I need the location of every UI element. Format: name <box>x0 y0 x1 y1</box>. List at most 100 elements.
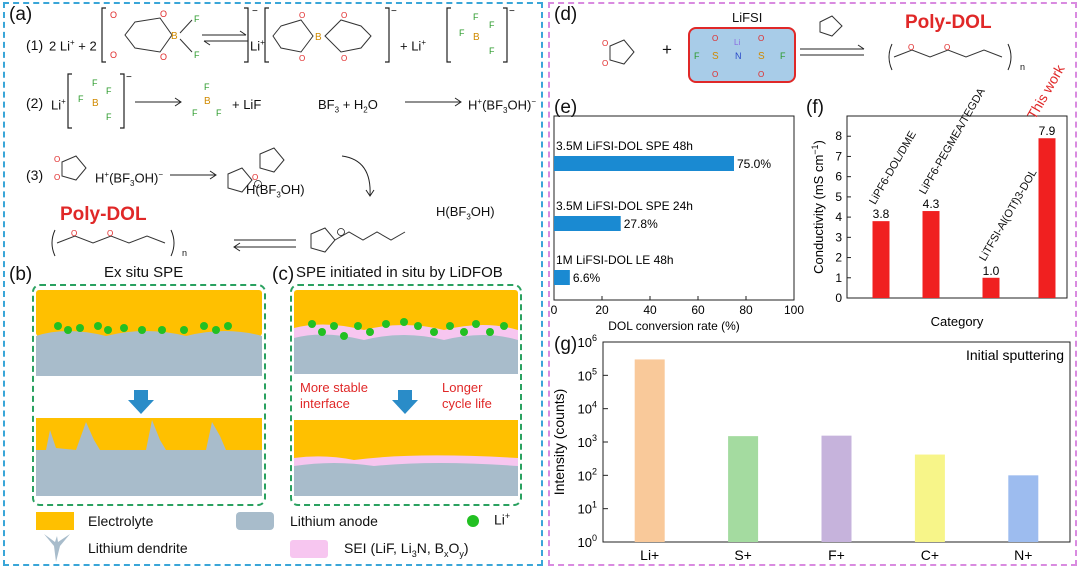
legend-electrolyte-label: Electrolyte <box>88 513 154 529</box>
svg-text:−: − <box>391 6 397 17</box>
chart-g-ylabel: Intensity (counts) <box>551 389 567 496</box>
eq2-number: (2) <box>26 95 44 111</box>
dol-molecule-d2 <box>819 15 843 37</box>
legend-li-dot-icon <box>467 515 479 527</box>
svg-text:F: F <box>489 20 495 30</box>
chart-e-xtick-label: 80 <box>739 303 753 317</box>
svg-text:O: O <box>107 229 113 238</box>
curved-arrow-icon <box>341 155 375 197</box>
svg-text:O: O <box>712 70 718 79</box>
eq1-number: (1) <box>26 37 44 53</box>
svg-text:F: F <box>92 78 98 88</box>
equilibrium-arrows-icon <box>202 30 248 46</box>
chart-f-axes-frame <box>846 115 1068 299</box>
legend-electrolyte-swatch <box>36 512 74 530</box>
chart-g-ytick-label: 106 <box>578 333 597 350</box>
chart-g-ytick-label: 101 <box>578 500 597 517</box>
svg-text:B: B <box>473 32 480 43</box>
chart-g-ytick-label: 105 <box>578 366 597 383</box>
svg-text:O: O <box>712 34 718 43</box>
svg-text:F: F <box>489 46 495 56</box>
panel-b-title: Ex situ SPE <box>104 264 184 281</box>
lifsi-label: LiFSI <box>732 10 763 25</box>
chart-g-category-label: S+ <box>734 547 752 563</box>
chart-f-xlabel: Category <box>931 314 984 329</box>
eq1-product-li: Li+ <box>250 38 265 54</box>
panel-d-label: (d) <box>554 4 578 25</box>
left-figure-frame <box>3 2 543 566</box>
svg-text:F: F <box>473 12 479 22</box>
legend-anode-swatch <box>236 512 274 530</box>
poly-dol-label-a: Poly-DOL <box>60 204 147 225</box>
chart-e-bar <box>554 216 621 231</box>
chart-g-bar <box>821 435 852 542</box>
chain-intermediate-icon <box>310 227 406 253</box>
chart-f-bar <box>982 277 1000 298</box>
chart-e-value-label: 27.8% <box>624 217 658 231</box>
chart-f-bar <box>922 211 940 298</box>
chart-f-ytick-label: 5 <box>835 190 842 204</box>
dol-molecule-icon: OO <box>54 155 87 182</box>
chart-g-ytick-label: 104 <box>578 400 597 417</box>
svg-text:O: O <box>341 11 347 20</box>
chart-e-category-label: 3.5M LiFSI-DOL SPE 24h <box>556 199 693 213</box>
svg-text:O: O <box>602 59 608 68</box>
chart-f-value-label: 7.9 <box>1039 124 1056 138</box>
chart-f-bar <box>1038 138 1056 298</box>
right-figure-frame <box>548 2 1077 566</box>
lidfob-structure-1: O O O O B F F − <box>101 6 258 63</box>
svg-text:O: O <box>71 229 77 238</box>
svg-text:O: O <box>758 70 764 79</box>
svg-text:F: F <box>194 50 200 60</box>
chart-f-ytick-label: 2 <box>835 251 842 265</box>
chart-f-category-label: LiPF6-DOL/DME <box>867 129 919 206</box>
plus-sign-d: + <box>662 40 672 59</box>
chart-f-ylabel: Conductivity (mS cm−1) <box>810 140 826 274</box>
chart-f-ytick-label: 7 <box>835 149 842 163</box>
eq3-acid: H+(BF3OH)− <box>95 170 163 188</box>
svg-text:O: O <box>299 11 305 20</box>
svg-text:O: O <box>602 39 608 48</box>
chain-end-acid: H(BF3OH) <box>436 204 495 222</box>
dendrite-icon <box>44 534 70 562</box>
eq1-product-li2: + Li+ <box>400 38 426 54</box>
svg-text:O: O <box>160 9 167 19</box>
in-situ-frame <box>290 284 522 506</box>
legend-dendrite-label: Lithium dendrite <box>88 540 188 556</box>
chart-g-ytick-label: 102 <box>578 466 597 483</box>
svg-text:O: O <box>110 50 117 60</box>
chart-g-ytick-label: 100 <box>578 533 597 550</box>
panel-a-label: (a) <box>9 4 33 25</box>
chart-e-axes-frame <box>553 115 795 301</box>
svg-text:F: F <box>216 108 222 118</box>
svg-text:O: O <box>341 54 347 63</box>
poly-n-a: n <box>182 248 188 258</box>
ex-situ-illustration <box>36 290 262 496</box>
eq3-number: (3) <box>26 167 44 183</box>
eq1-reactant-li: 2 Li+ + 2 <box>49 38 97 54</box>
chart-f-ytick-label: 4 <box>835 210 842 224</box>
poly-dol-label-d: Poly-DOL <box>905 12 992 33</box>
svg-text:Li: Li <box>734 38 740 47</box>
dol-molecule-d: OO <box>602 39 635 68</box>
chart-e-bar <box>554 270 570 285</box>
chart-g-category-label: C+ <box>921 547 939 563</box>
svg-text:O: O <box>908 43 914 52</box>
svg-text:F: F <box>106 112 112 122</box>
svg-text:F: F <box>694 51 700 61</box>
chart-e-xtick-label: 100 <box>784 303 804 317</box>
svg-text:O: O <box>110 10 117 20</box>
svg-text:B: B <box>204 96 211 107</box>
eq2-lif: + LiF <box>232 97 262 112</box>
chart-e-xtick-label: 0 <box>551 303 558 317</box>
chart-e-xtick-label: 20 <box>595 303 609 317</box>
svg-text:B: B <box>92 98 99 109</box>
legend-li-label: Li+ <box>494 511 511 528</box>
panel-b-label: (b) <box>9 264 33 285</box>
chart-f-category-label: LiTFSI-Al(OTf)3-DOL <box>977 167 1039 263</box>
